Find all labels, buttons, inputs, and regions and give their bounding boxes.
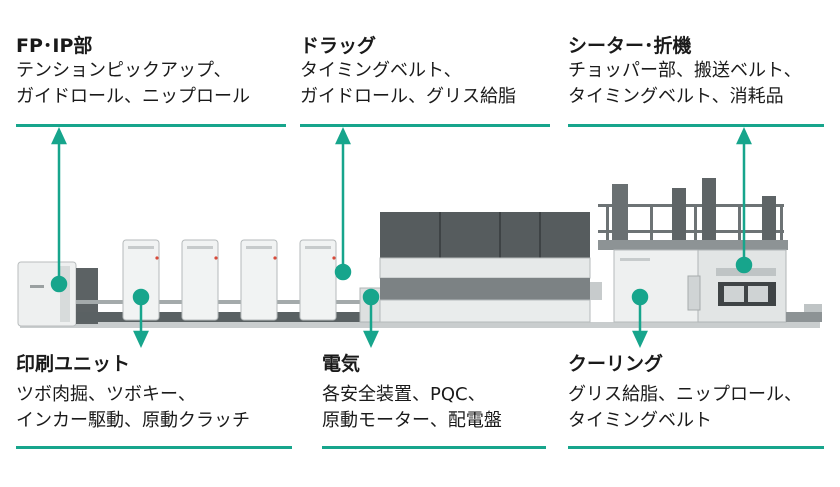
printing-rail [76,312,366,322]
label-printing-line-2: インカー駆動、原動クラッチ [16,410,250,431]
sheeter-folder-unit [598,178,822,323]
label-sheeter-rule [568,124,824,127]
label-fp-ip-title: FP･IP部 [16,35,93,57]
label-fp-ip-line-1: テンションピックアップ、 [16,60,232,81]
printing-tower-4 [299,239,337,321]
label-electric-title: 電気 [322,353,361,375]
dryer-unit [379,212,602,323]
label-sheeter-line-1: チョッパー部、搬送ベルト、 [568,60,802,81]
label-electric-line-1: 各安全装置、PQC、 [322,384,486,405]
label-cooling-line-1: グリス給脂、ニップロール、 [568,384,802,405]
connector-sheeter [735,127,753,274]
connector-electric [362,288,380,348]
label-drag-line-1: タイミングベルト、 [300,60,462,81]
machine-base [20,322,820,328]
label-printing-title: 印刷ユニット [16,353,131,375]
label-drag-title: ドラッグ [300,35,377,57]
label-drag: ドラッグ タイミングベルト、 ガイドロール、グリス給脂 [300,34,516,110]
label-drag-line-2: ガイドロール、グリス給脂 [300,86,516,107]
label-electric-rule [322,446,546,449]
label-cooling-line-2: タイミングベルト [568,410,712,431]
label-sheeter-title: シーター･折機 [568,35,692,57]
label-fp-ip: FP･IP部 テンションピックアップ、 ガイドロール、ニップロール [16,34,250,110]
label-cooling: クーリング グリス給脂、ニップロール、 タイミングベルト [568,352,802,434]
label-sheeter: シーター･折機 チョッパー部、搬送ベルト、 タイミングベルト、消耗品 [568,34,802,110]
label-printing-rule [16,446,292,449]
printing-tower-3 [240,239,278,321]
label-printing-line-1: ツボ肉掘、ツボキー、 [16,384,196,405]
label-cooling-title: クーリング [568,353,664,375]
label-drag-rule [300,124,550,127]
connector-cooling [631,288,649,348]
label-fp-ip-rule [16,124,286,127]
label-electric: 電気 各安全装置、PQC、 原動モーター、配電盤 [322,352,502,434]
label-cooling-rule [568,446,824,449]
label-sheeter-line-2: タイミングベルト、消耗品 [568,86,784,107]
connector-drag [334,127,352,281]
connector-printing [132,288,150,348]
label-fp-ip-line-2: ガイドロール、ニップロール [16,86,250,107]
label-electric-line-2: 原動モーター、配電盤 [322,410,502,431]
label-printing: 印刷ユニット ツボ肉掘、ツボキー、 インカー駆動、原動クラッチ [16,352,250,434]
printing-tower-1 [122,239,160,321]
connector-fp-ip [50,127,68,293]
printing-tower-2 [181,239,219,321]
